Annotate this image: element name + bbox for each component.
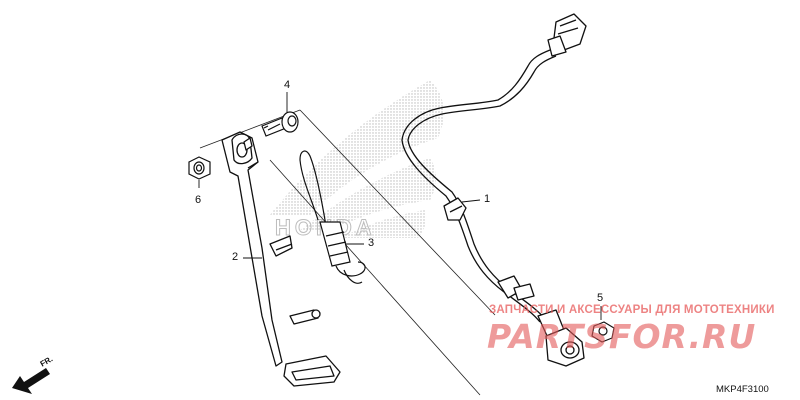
- callout-1: 1: [484, 193, 491, 205]
- sidestand-switch-part-1: [401, 13, 587, 367]
- spring-part-3: [299, 150, 366, 284]
- watermark-tagline: ЗАПЧАСТИ И АКСЕССУАРЫ ДЛЯ МОТОТЕХНИКИ: [489, 304, 775, 316]
- callout-5: 5: [597, 292, 604, 304]
- leader-lines: [198, 92, 602, 320]
- watermark-logo: PARTSFOR.RU: [487, 317, 757, 356]
- side-stand: [221, 131, 341, 387]
- callout-6: 6: [195, 194, 202, 206]
- front-direction-arrow: [12, 368, 50, 394]
- callout-3: 3: [368, 237, 375, 249]
- nut-part-6: [188, 156, 211, 180]
- callout-4: 4: [284, 79, 291, 91]
- bolt-part-4: [261, 111, 299, 137]
- callout-2: 2: [232, 251, 239, 263]
- bolt-part-5: [591, 321, 615, 343]
- diagram-code: MKP4F3100: [716, 384, 769, 395]
